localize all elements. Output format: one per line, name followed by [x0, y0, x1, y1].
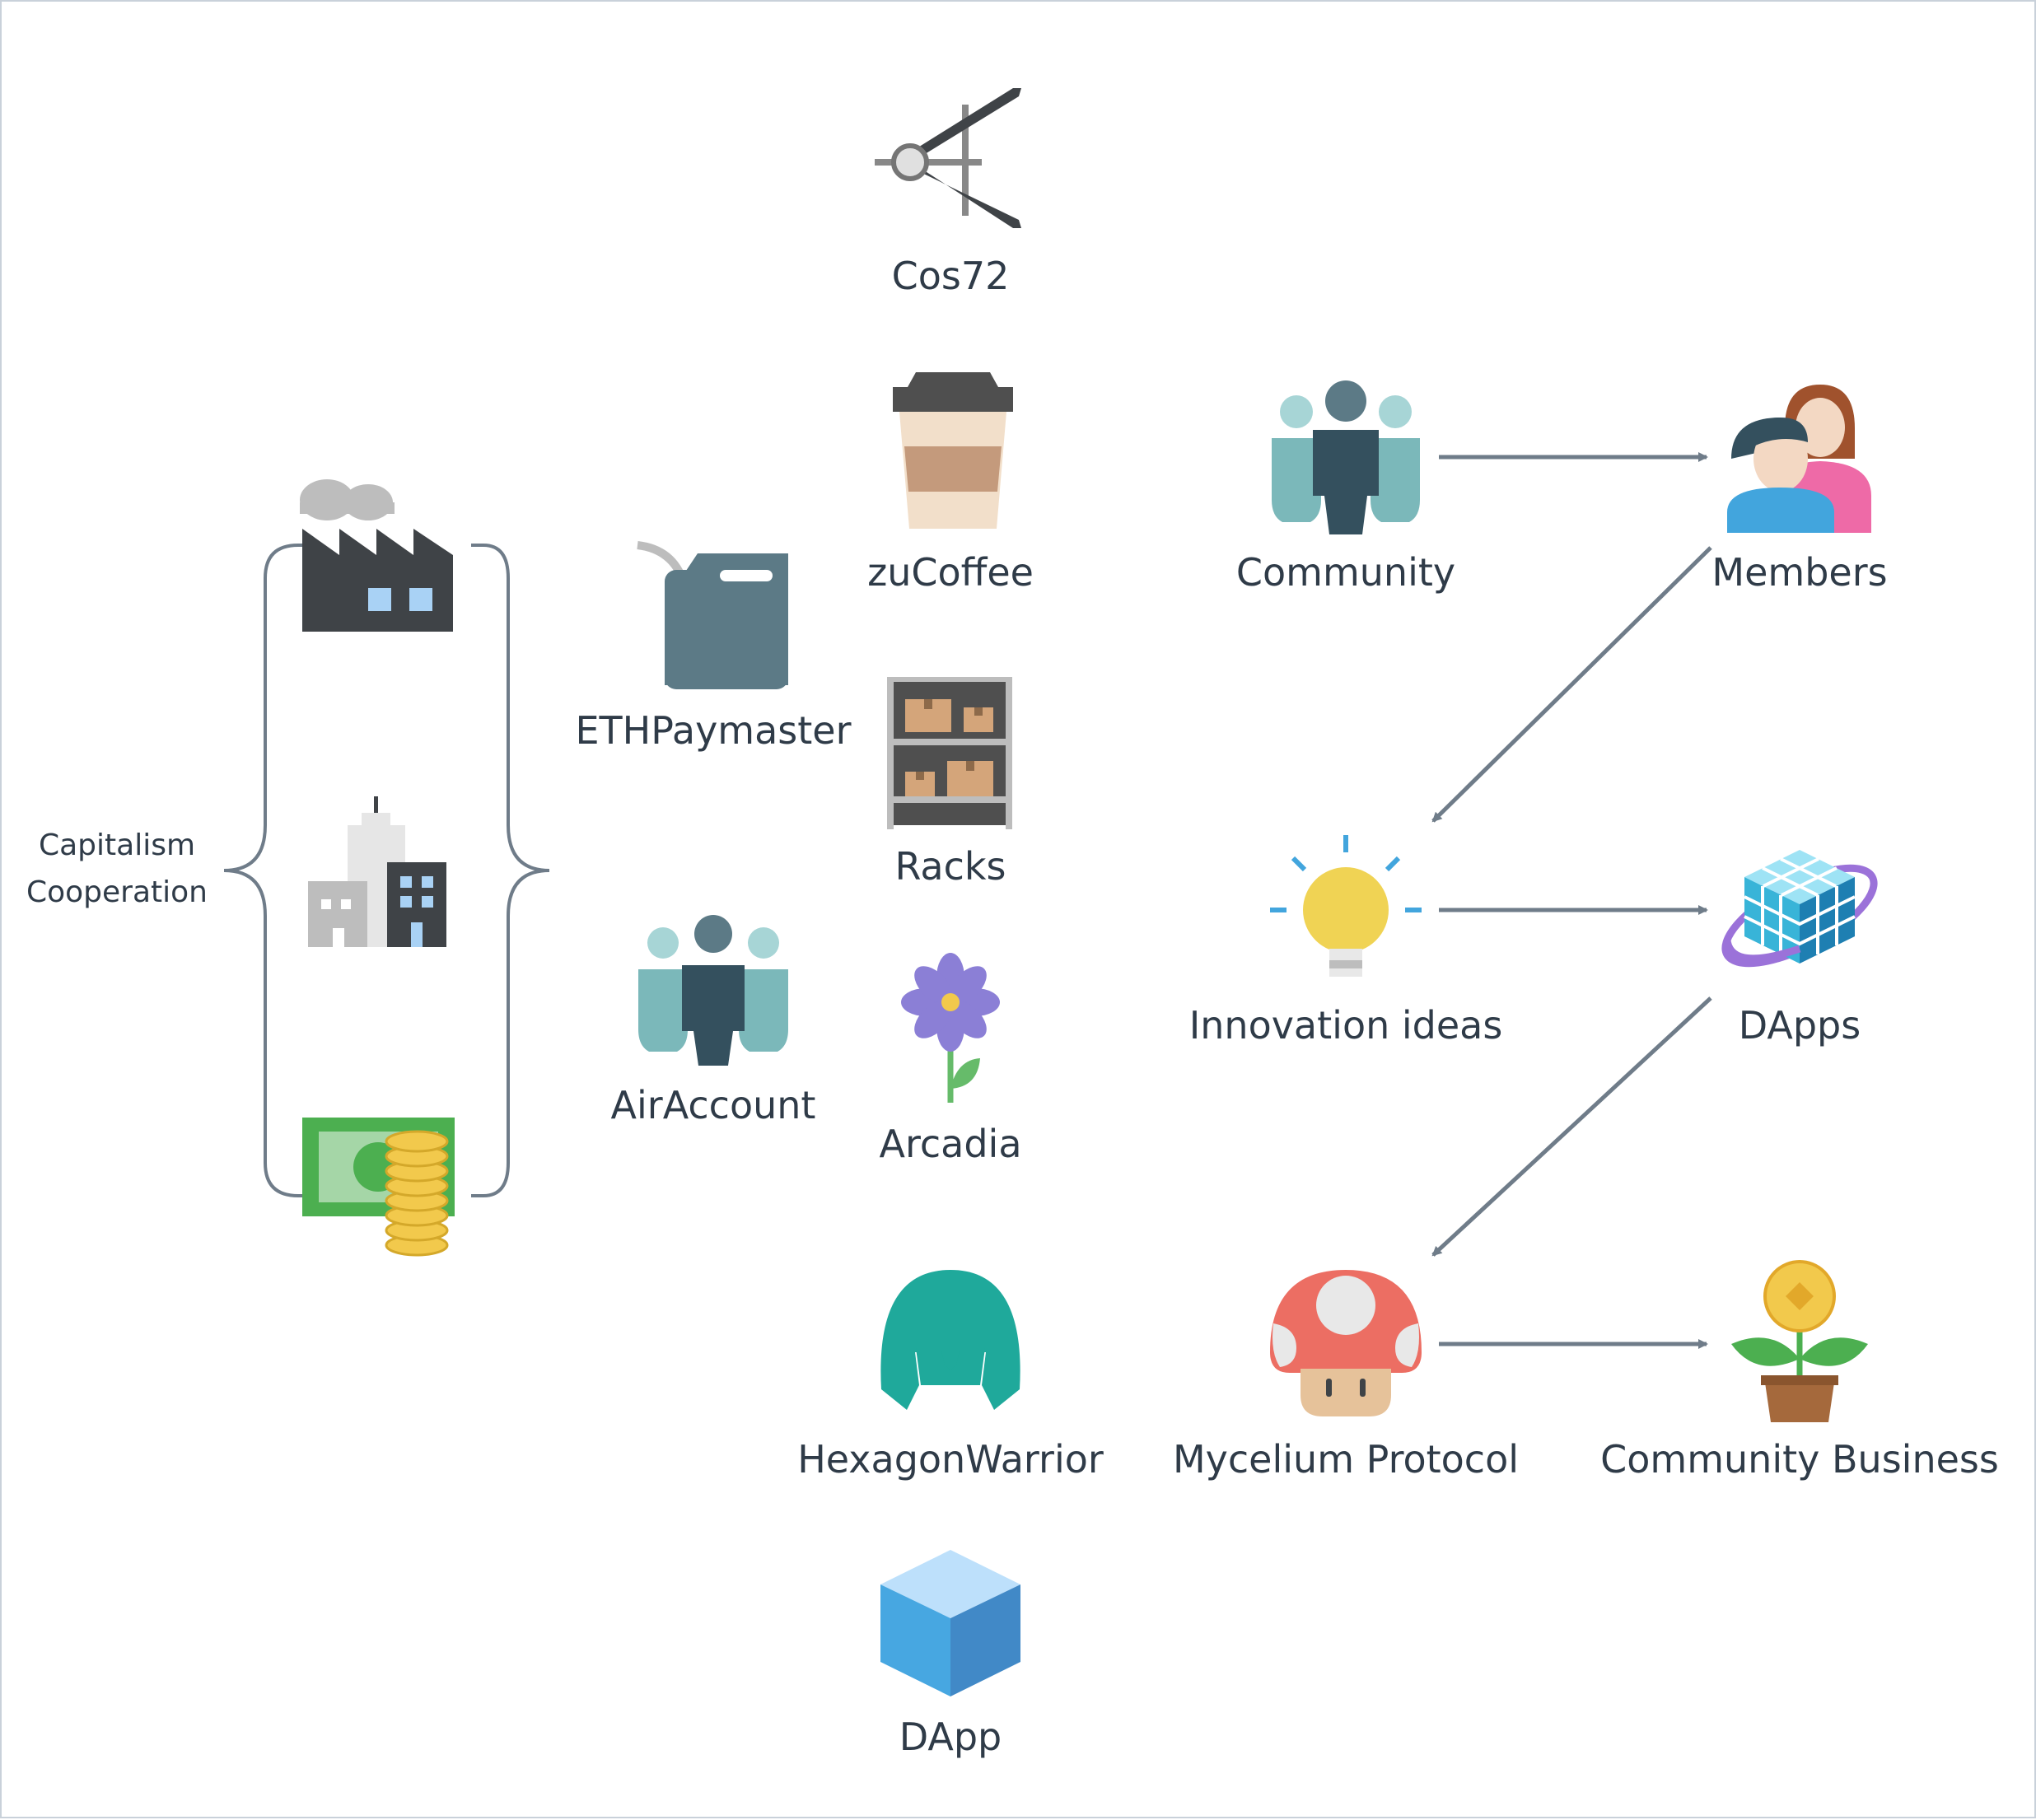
arrow-dapps-to-mycelium-protocol [1431, 996, 1712, 1257]
node-label-zucoffee: zuCoffee [867, 550, 1034, 595]
node-label-members: Members [1711, 550, 1888, 595]
helmet-icon [880, 1270, 1020, 1410]
fuel-can-icon [637, 541, 788, 689]
money-plant-icon [1731, 1260, 1868, 1422]
node-label-arcadia: Arcadia [879, 1122, 1022, 1166]
node-label-dapps: DApps [1738, 1003, 1861, 1048]
cube-icon [880, 1550, 1020, 1696]
node-label-dapp: DApp [899, 1715, 1002, 1759]
money-coins-icon [302, 1118, 455, 1257]
node-label-cos72: Cos72 [891, 254, 1010, 298]
mushroom-icon [1270, 1270, 1422, 1416]
node-label-hexagonwarrior: HexagonWarrior [797, 1437, 1104, 1482]
node-label-racks: Racks [894, 844, 1006, 889]
arrow-members-to-innovation-ideas [1431, 546, 1712, 823]
node-label-innovation-ideas: Innovation ideas [1188, 1003, 1503, 1048]
node-label-mycelium-protocol: Mycelium Protocol [1172, 1437, 1520, 1482]
node-label-ethpaymaster: ETHPaymaster [575, 708, 852, 753]
left-brace [223, 544, 311, 1197]
node-label-airaccount: AirAccount [610, 1083, 816, 1127]
shelving-rack-icon [887, 677, 1012, 829]
left-group-label-line2: Cooperation [26, 875, 208, 909]
coffee-cup-icon [893, 372, 1013, 529]
dapps-cube-icon [1721, 850, 1878, 968]
group-icon [638, 915, 788, 1066]
right-brace [471, 544, 550, 1197]
node-label-community-business: Community Business [1600, 1437, 1999, 1482]
factory-icon [300, 479, 453, 632]
lightbulb-icon [1270, 835, 1422, 977]
node-label-community: Community [1235, 550, 1456, 595]
community-icon [1272, 380, 1420, 534]
flower-icon [901, 953, 1000, 1103]
compass-icon [875, 88, 1021, 228]
office-buildings-icon [308, 796, 446, 947]
members-icon [1727, 385, 1871, 533]
left-group-label-line1: Capitalism [38, 828, 196, 862]
